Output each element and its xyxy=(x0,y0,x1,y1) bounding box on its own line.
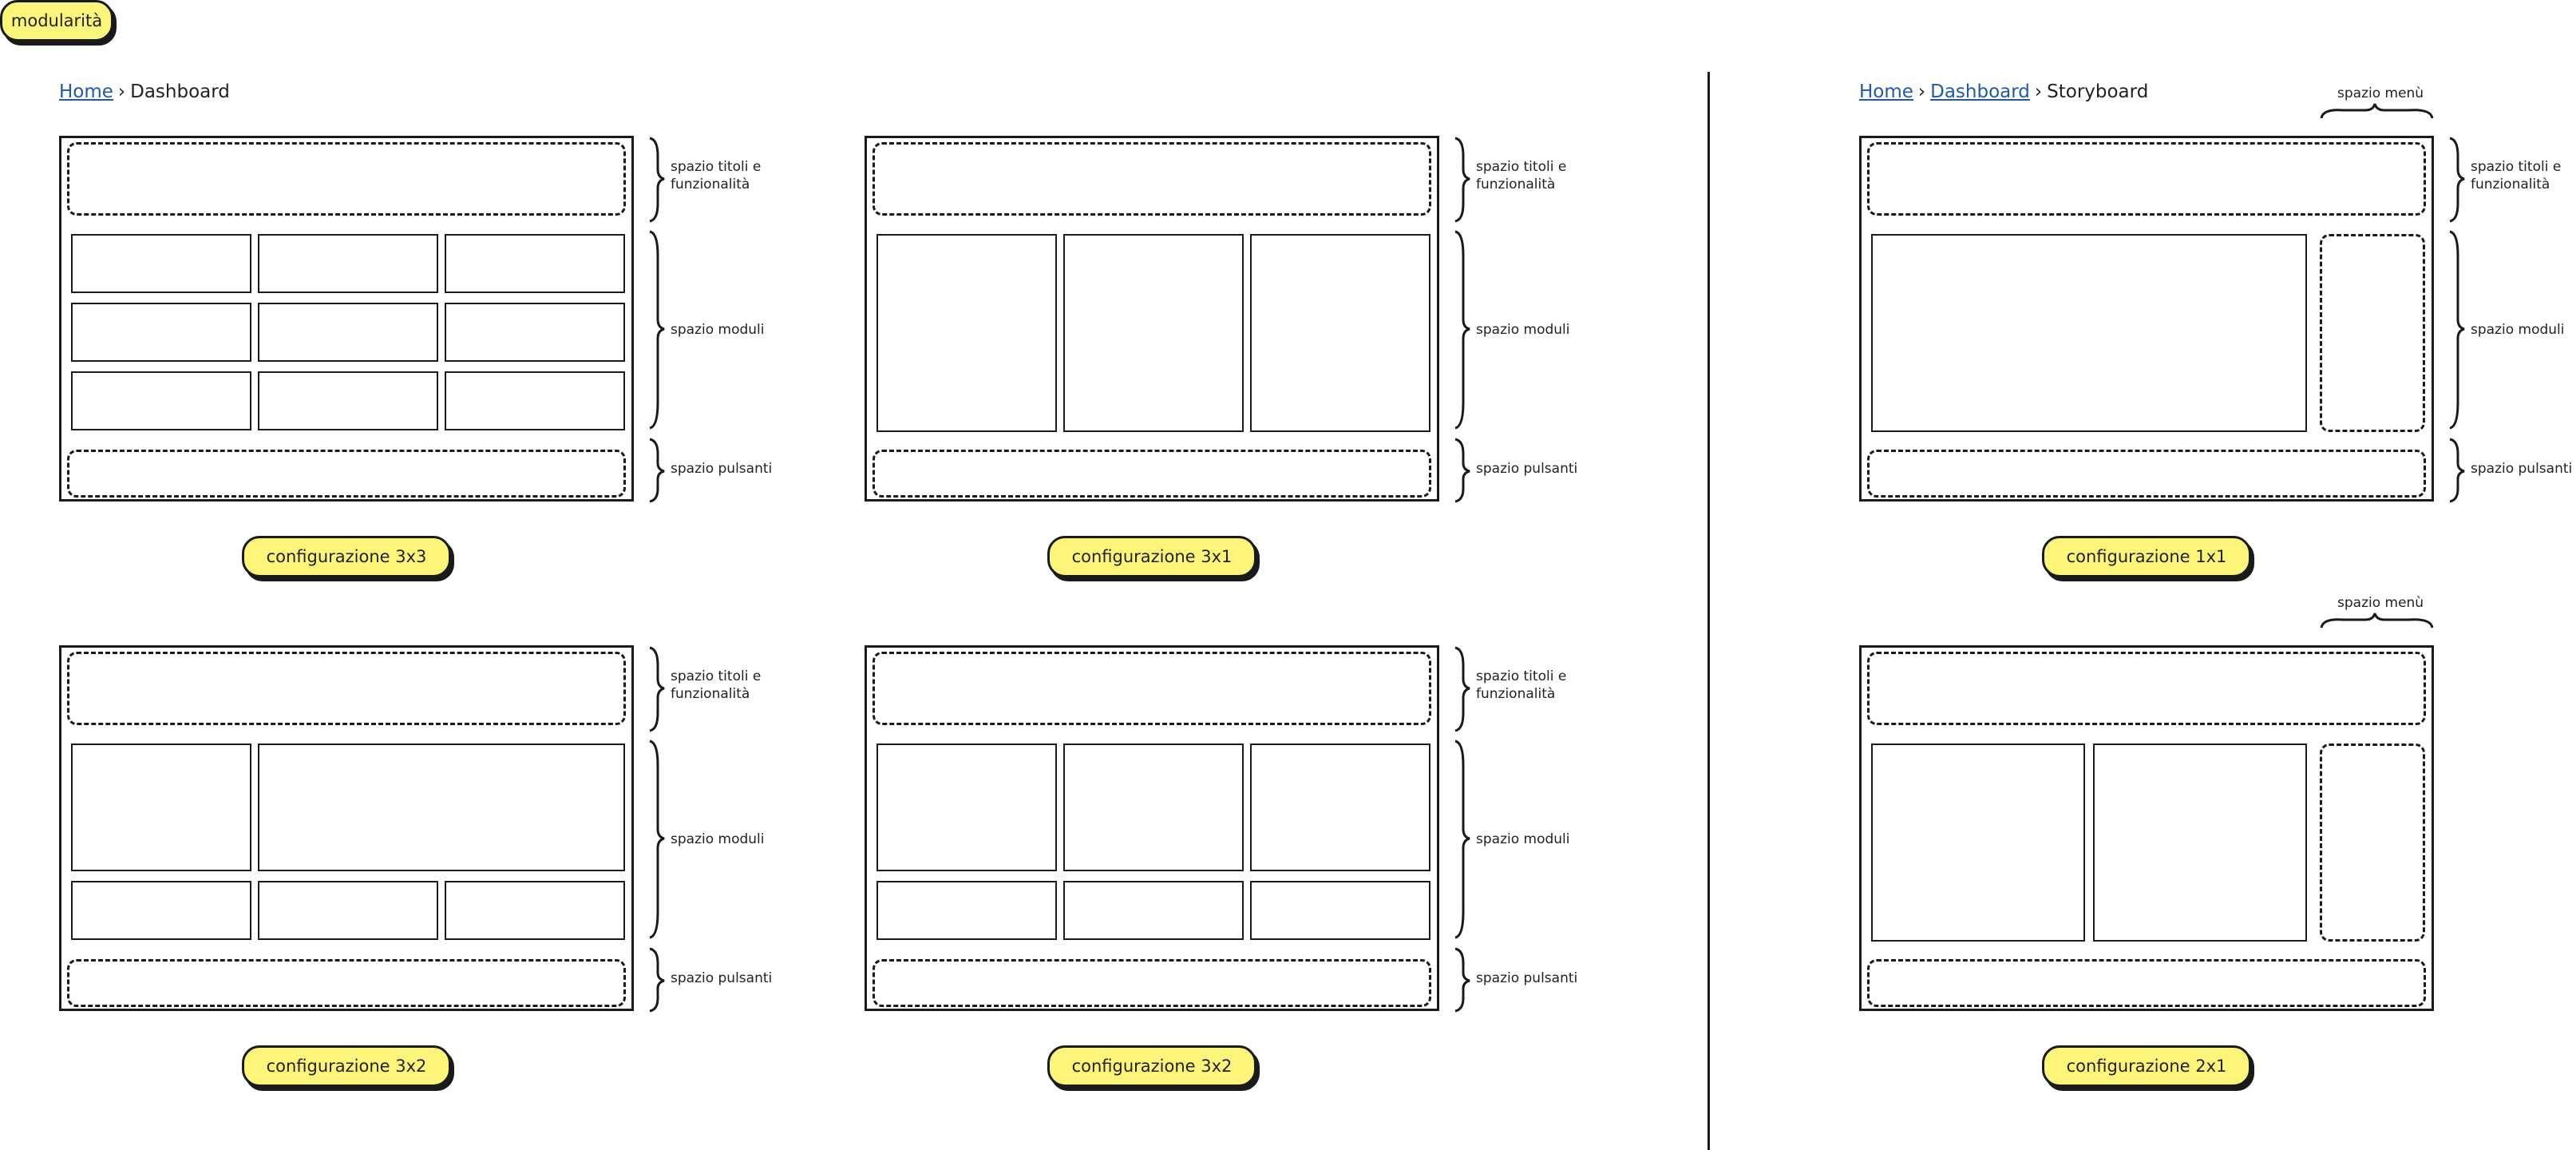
menu-area xyxy=(2320,234,2425,432)
label-modules: spazio moduli xyxy=(671,322,765,338)
wireframe-2x1 xyxy=(1859,645,2434,1011)
label-buttons: spazio pulsanti xyxy=(1476,970,1578,986)
config-label[interactable]: configurazione 2x1 xyxy=(2042,1045,2251,1087)
module-box xyxy=(445,371,625,430)
label-buttons: spazio pulsanti xyxy=(671,461,773,477)
wireframe-3x2-a xyxy=(59,645,634,1011)
module-box xyxy=(1063,234,1244,432)
module-box xyxy=(1871,744,2085,942)
menu-area xyxy=(2320,744,2425,942)
config-label[interactable]: configurazione 3x2 xyxy=(242,1045,451,1087)
module-box xyxy=(258,881,438,940)
label-buttons: spazio pulsanti xyxy=(1476,461,1578,477)
label-buttons: spazio pulsanti xyxy=(671,970,773,986)
title-area xyxy=(67,652,626,725)
button-area xyxy=(67,959,626,1007)
title-area xyxy=(1867,142,2426,216)
button-area xyxy=(1867,450,2426,498)
label-titles: spazio titoli e funzionalità xyxy=(671,668,762,702)
section-divider xyxy=(1707,72,1710,1150)
title-area xyxy=(67,142,626,216)
module-box xyxy=(1250,234,1430,432)
config-label[interactable]: configurazione 3x3 xyxy=(242,536,451,577)
menu-brace-icon xyxy=(2320,103,2434,119)
button-area xyxy=(873,450,1431,498)
breadcrumb-separator-icon: › xyxy=(2034,81,2043,102)
module-box xyxy=(445,234,625,293)
title-area xyxy=(873,652,1431,725)
label-modules: spazio moduli xyxy=(1476,322,1570,338)
breadcrumb-current: Storyboard xyxy=(2047,81,2149,102)
wireframe-3x1 xyxy=(865,136,1439,502)
module-box xyxy=(876,234,1057,432)
breadcrumb: Home›Dashboard xyxy=(59,81,230,102)
module-box xyxy=(258,371,438,430)
module-box xyxy=(1250,744,1430,871)
label-modules: spazio moduli xyxy=(1476,831,1570,847)
module-box xyxy=(258,303,438,362)
title-area xyxy=(1867,652,2426,725)
breadcrumb-current: Dashboard xyxy=(130,81,230,102)
label-menu: spazio menù xyxy=(2337,85,2424,101)
label-menu: spazio menù xyxy=(2337,595,2424,611)
module-box xyxy=(1250,881,1430,940)
module-box xyxy=(2093,744,2307,942)
title-area xyxy=(873,142,1431,216)
modularity-badge[interactable]: modularità xyxy=(0,0,113,42)
brace-icon xyxy=(1454,646,1470,1013)
label-titles: spazio titoli e funzionalità xyxy=(671,159,762,192)
module-box xyxy=(1871,234,2307,432)
module-box xyxy=(445,303,625,362)
module-box xyxy=(71,881,251,940)
breadcrumb-separator-icon: › xyxy=(1917,81,1926,102)
brace-icon xyxy=(649,646,665,1013)
module-box xyxy=(876,744,1057,871)
label-modules: spazio moduli xyxy=(2471,322,2565,338)
module-box xyxy=(445,881,625,940)
config-label[interactable]: configurazione 3x1 xyxy=(1047,536,1256,577)
module-box xyxy=(876,881,1057,940)
module-box xyxy=(71,234,251,293)
breadcrumb-home-link[interactable]: Home xyxy=(59,81,113,102)
module-box xyxy=(1063,881,1244,940)
button-area xyxy=(873,959,1431,1007)
module-box xyxy=(71,371,251,430)
wireframe-3x2-b xyxy=(865,645,1439,1011)
menu-brace-icon xyxy=(2320,613,2434,629)
module-box xyxy=(71,744,251,871)
breadcrumb-dashboard-link[interactable]: Dashboard xyxy=(1930,81,2030,102)
label-titles: spazio titoli e funzionalità xyxy=(2471,159,2562,192)
brace-icon xyxy=(649,137,665,503)
module-box xyxy=(258,744,625,871)
config-label[interactable]: configurazione 3x2 xyxy=(1047,1045,1256,1087)
wireframe-3x3 xyxy=(59,136,634,502)
wireframe-1x1 xyxy=(1859,136,2434,502)
breadcrumb-home-link[interactable]: Home xyxy=(1859,81,1913,102)
button-area xyxy=(67,450,626,498)
label-titles: spazio titoli e funzionalità xyxy=(1476,159,1567,192)
breadcrumb-storyboard: Home›Dashboard›Storyboard xyxy=(1859,81,2148,102)
label-modules: spazio moduli xyxy=(671,831,765,847)
breadcrumb-separator-icon: › xyxy=(117,81,126,102)
module-box xyxy=(258,234,438,293)
module-box xyxy=(71,303,251,362)
brace-icon xyxy=(1454,137,1470,503)
brace-icon xyxy=(2449,137,2465,503)
label-buttons: spazio pulsanti xyxy=(2471,461,2573,477)
module-box xyxy=(1063,744,1244,871)
label-titles: spazio titoli e funzionalità xyxy=(1476,668,1567,702)
button-area xyxy=(1867,959,2426,1007)
config-label[interactable]: configurazione 1x1 xyxy=(2042,536,2251,577)
